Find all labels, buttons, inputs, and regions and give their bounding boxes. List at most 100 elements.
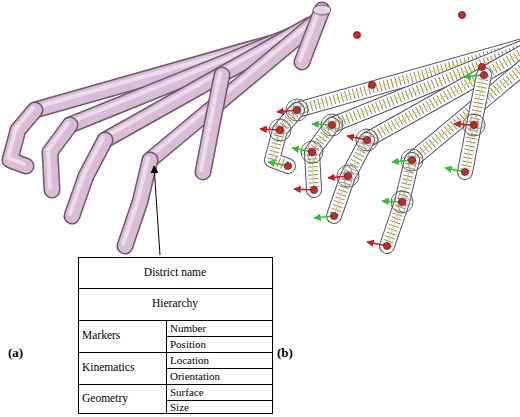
table-cell: Hierarchy — [152, 298, 198, 310]
table-cell: Orientation — [170, 371, 220, 382]
table-rule — [78, 384, 272, 385]
bone-axis — [312, 125, 332, 190]
table-cell: Position — [170, 339, 206, 350]
table-rule — [78, 320, 272, 321]
joint-sphere — [301, 141, 323, 163]
wire-tube — [272, 110, 297, 166]
joint-mesh — [286, 106, 308, 114]
joint-mesh — [363, 129, 371, 151]
table-cell: Kinematics — [82, 362, 134, 374]
joint-mesh — [470, 114, 478, 136]
table-cell: Markers — [82, 330, 120, 342]
limb-highlight — [201, 73, 220, 170]
table-rule — [166, 368, 272, 369]
marker-dot — [458, 11, 465, 18]
joint-mesh — [308, 141, 316, 163]
marker-dot — [330, 212, 337, 219]
table-cell: Number — [170, 323, 206, 334]
limb-highlight — [8, 108, 33, 164]
limb-highlight — [300, 8, 320, 60]
limb-body — [72, 140, 105, 216]
wire-mesh — [272, 110, 297, 166]
wireframe-hand-model — [260, 3, 520, 250]
wire-mesh — [465, 75, 484, 172]
marker-dot — [353, 31, 360, 38]
marker-dot — [293, 106, 300, 113]
joint-mesh — [356, 136, 378, 144]
marker-dot — [408, 156, 415, 163]
table-cell: Geometry — [82, 393, 128, 405]
table-rule — [166, 320, 167, 414]
marker-dot — [478, 63, 485, 70]
table-cell: Location — [170, 355, 209, 366]
joint-mesh — [301, 148, 323, 156]
marker-dot — [284, 162, 291, 169]
bone-axis — [334, 140, 367, 216]
joint-mesh — [344, 165, 352, 187]
marker-dot — [470, 121, 477, 128]
marker-dot — [328, 121, 335, 128]
joint-mesh — [276, 119, 284, 141]
table-cell: District name — [144, 267, 206, 279]
joint-sphere — [401, 149, 423, 171]
marker-dot — [480, 71, 487, 78]
joint-mesh — [337, 172, 359, 180]
joint-mesh — [401, 156, 423, 164]
bone-axis — [387, 160, 412, 246]
table-rule — [78, 288, 272, 289]
marker-dot — [344, 172, 351, 179]
wire-mesh — [334, 140, 367, 216]
wire-tube-inner — [272, 110, 297, 166]
limb-body — [150, 20, 318, 160]
marker-dot — [398, 198, 405, 205]
wrist-cap — [313, 5, 331, 15]
wire-tube-inner — [334, 140, 367, 216]
wire-tube — [312, 125, 332, 190]
table-rule — [166, 336, 272, 337]
table-cell: Surface — [170, 387, 204, 398]
joint-mesh — [408, 149, 416, 171]
bone-axis — [272, 110, 297, 166]
joint-mesh — [328, 114, 336, 136]
wire-tube — [465, 75, 484, 172]
joint-mesh — [398, 191, 406, 213]
solid-hand-model — [8, 5, 331, 246]
marker-dot — [310, 186, 317, 193]
wire-tube-inner — [312, 125, 332, 190]
marker-dot — [308, 148, 315, 155]
wire-mesh — [312, 125, 332, 190]
wire-tube-inner — [387, 160, 412, 246]
limb-highlight — [70, 138, 103, 214]
limb-outline — [302, 10, 322, 62]
table-cell: Size — [170, 402, 189, 413]
limb-highlight — [48, 123, 68, 188]
panel-label: (a) — [8, 346, 23, 359]
wire-tube — [387, 160, 412, 246]
limb-outline — [203, 75, 222, 172]
limb-outline — [72, 140, 105, 216]
marker-dot — [276, 126, 283, 133]
joint-sphere — [356, 129, 378, 151]
marker-dot — [383, 242, 390, 249]
limb-body — [203, 75, 222, 172]
wire-mesh — [387, 160, 412, 246]
bone-axis — [465, 75, 484, 172]
joint-sphere — [286, 99, 308, 121]
limb-body — [302, 10, 322, 62]
attribute-table — [78, 258, 273, 415]
table-rule — [78, 352, 272, 353]
limb-highlight — [123, 158, 148, 244]
joint-sphere — [337, 165, 359, 187]
marker-dot — [461, 168, 468, 175]
leader-arrow — [154, 166, 160, 255]
wire-tube-inner — [465, 75, 484, 172]
limb-highlight — [148, 18, 316, 158]
panel-label: (b) — [277, 346, 293, 359]
joint-mesh — [293, 99, 301, 121]
wire-tube — [334, 140, 367, 216]
marker-dot — [368, 81, 375, 88]
limb-outline — [150, 20, 318, 160]
marker-dot — [363, 136, 370, 143]
